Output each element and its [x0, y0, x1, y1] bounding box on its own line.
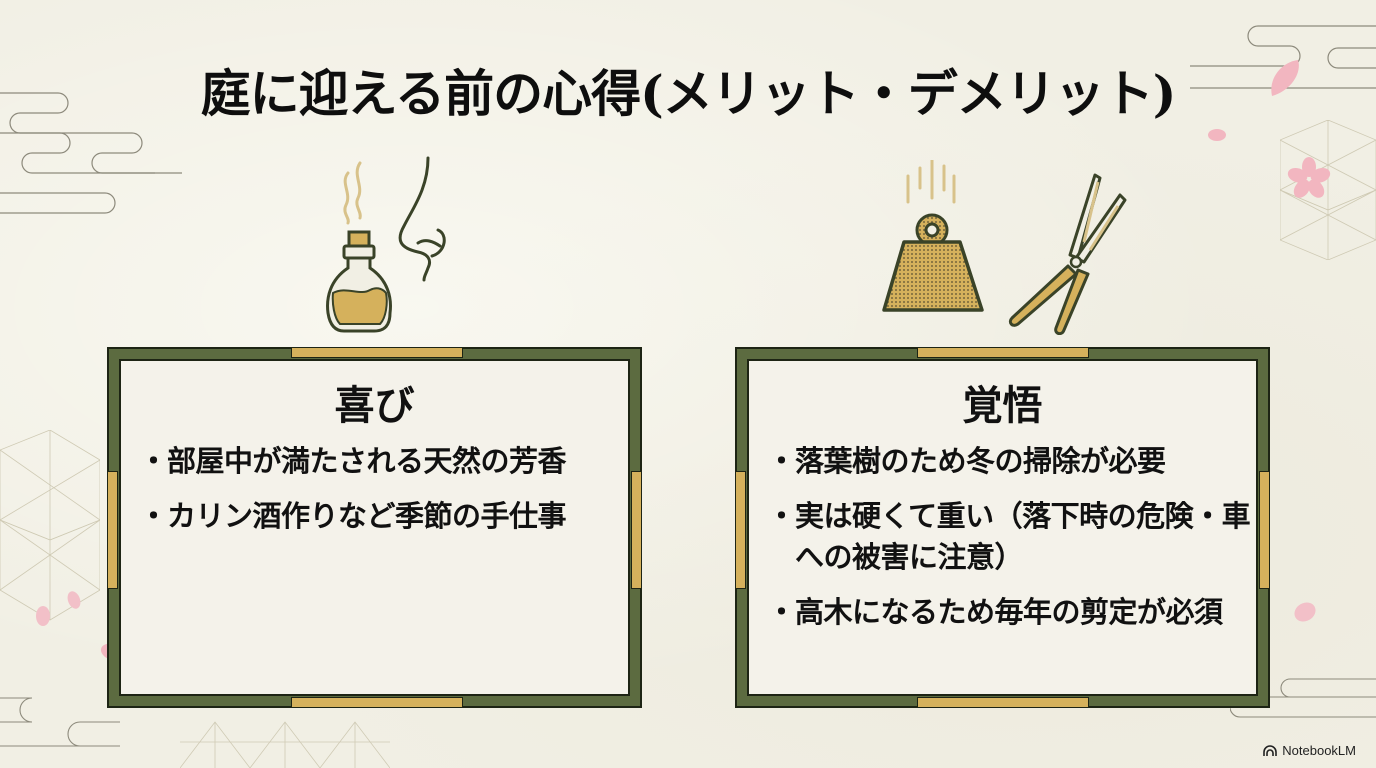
bullet-dot: ・ — [139, 499, 168, 533]
bullet-item: ・部屋中が満たされる天然の芳香 — [139, 441, 630, 482]
page-title: 庭に迎える前の心得(メリット・デメリット) — [200, 64, 1177, 123]
frame-gold-accent — [291, 697, 463, 708]
notebooklm-logo-icon — [1263, 744, 1278, 756]
bullet-item: ・実は硬くて重い（落下時の危険・車への被害に注意） — [767, 496, 1272, 578]
bullet-dot: ・ — [139, 444, 168, 478]
bullet-dot: ・ — [767, 595, 796, 629]
nose-smell-icon — [398, 156, 446, 282]
frame-gold-accent — [631, 471, 642, 589]
panel-frame-inner-line — [747, 359, 1258, 696]
panel-frame-inner-line — [119, 359, 630, 696]
bullet-dot: ・ — [767, 444, 796, 478]
bullet-item: ・高木になるため毎年の剪定が必須 — [767, 592, 1272, 633]
joy-bullet-list: ・部屋中が満たされる天然の芳香 ・カリン酒作りなど季節の手仕事 — [139, 441, 630, 551]
frame-gold-accent — [735, 471, 746, 589]
resolve-bullet-list: ・落葉樹のため冬の掃除が必要 ・実は硬くて重い（落下時の危険・車への被害に注意）… — [767, 441, 1272, 647]
frame-gold-accent — [1259, 471, 1270, 589]
frame-gold-accent — [291, 347, 463, 358]
joy-icon-group — [318, 148, 468, 338]
perfume-bottle-icon — [326, 161, 392, 333]
bullet-text: 部屋中が満たされる天然の芳香 — [167, 444, 567, 478]
bullet-item: ・カリン酒作りなど季節の手仕事 — [139, 496, 630, 537]
bullet-text: 高木になるため毎年の剪定が必須 — [795, 595, 1223, 629]
falling-weight-icon — [882, 160, 984, 312]
bullet-text: 落葉樹のため冬の掃除が必要 — [795, 444, 1166, 478]
resolve-icon-group — [882, 160, 1132, 335]
resolve-panel: 覚悟 ・落葉樹のため冬の掃除が必要 ・実は硬くて重い（落下時の危険・車への被害に… — [735, 347, 1270, 708]
frame-gold-accent — [917, 697, 1089, 708]
pruning-shears-icon — [1008, 173, 1127, 335]
bullet-item: ・落葉樹のため冬の掃除が必要 — [767, 441, 1272, 482]
bullet-text: 実は硬くて重い（落下時の危険・車への被害に注意） — [795, 499, 1251, 574]
notebooklm-watermark: NotebookLM — [1263, 743, 1356, 758]
frame-gold-accent — [917, 347, 1089, 358]
joy-panel: 喜び ・部屋中が満たされる天然の芳香 ・カリン酒作りなど季節の手仕事 — [107, 347, 642, 708]
bullet-dot: ・ — [767, 499, 796, 533]
frame-gold-accent — [107, 471, 118, 589]
panel-title-resolve: 覚悟 — [962, 382, 1043, 429]
panel-title-joy: 喜び — [334, 382, 415, 429]
bullet-text: カリン酒作りなど季節の手仕事 — [167, 499, 567, 533]
watermark-label: NotebookLM — [1282, 743, 1356, 758]
